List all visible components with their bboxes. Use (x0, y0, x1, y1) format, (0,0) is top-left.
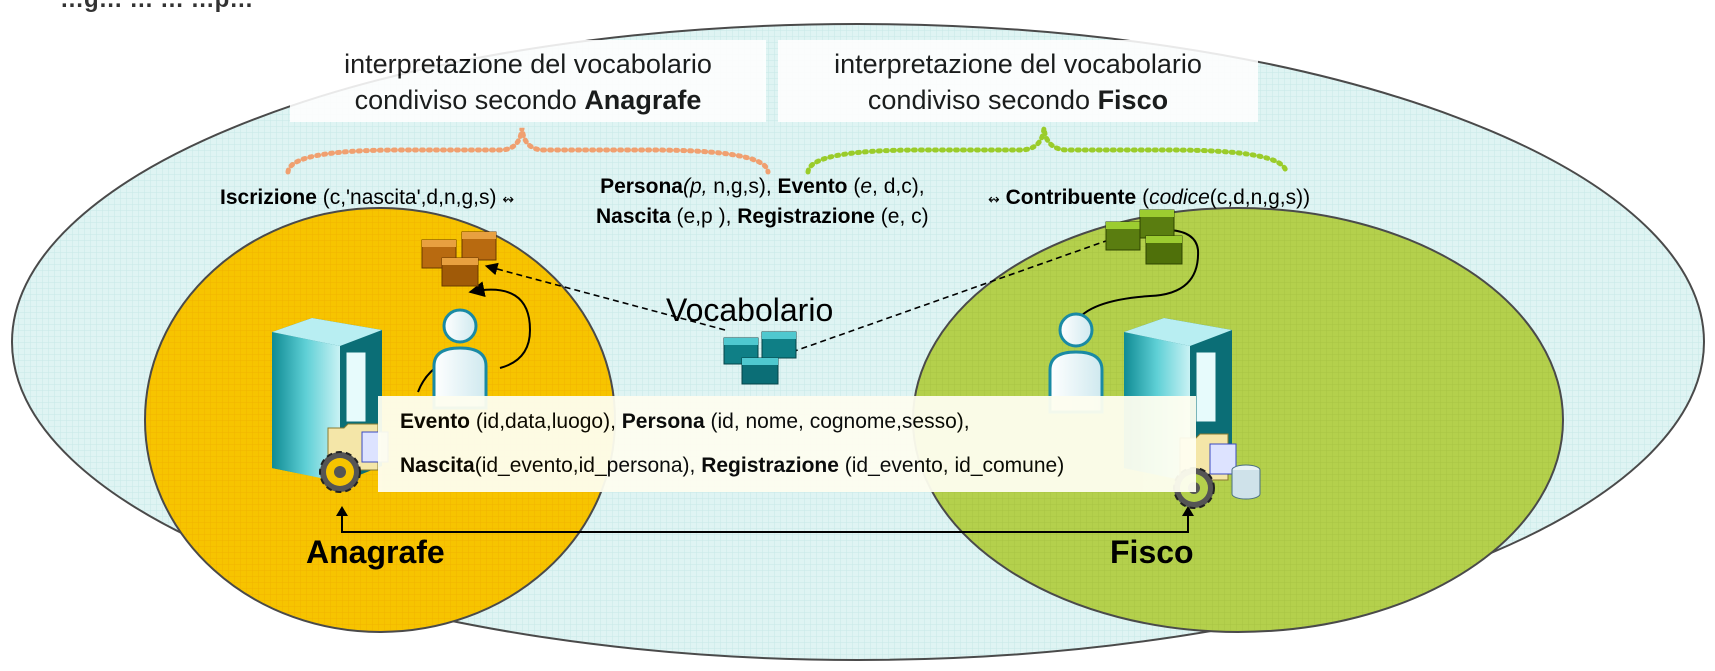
brace-fisco (805, 127, 1289, 175)
user-icon (432, 308, 488, 410)
mapping-vocabolario: Persona(p, n,g,s), Evento (e, d,c), Nasc… (596, 175, 929, 228)
interpretation-box-anagrafe: interpretazione del vocabolario condivis… (290, 40, 766, 122)
equivalence-arrow-left: ↭ (502, 191, 515, 207)
mapping-contribuente: ↭ Contribuente (codice(c,d,n,g,s)) (988, 186, 1311, 209)
schema-line1: Evento (id,data,luogo), Persona (id, nom… (400, 410, 970, 433)
vocabolario-label: Vocabolario (666, 292, 834, 328)
interpretation-fisco-line2: condiviso secondo Fisco (867, 85, 1169, 115)
interpretation-anagrafe-line1: interpretazione del vocabolario (344, 49, 712, 79)
vocab-arrow-left (484, 262, 726, 331)
interpretation-fisco-line1: interpretazione del vocabolario (834, 49, 1202, 79)
header-fragment: …g… … … …p… (60, 0, 253, 14)
schema-box: Evento (id,data,luogo), Persona (id, nom… (378, 396, 1196, 492)
anagrafe-user-ontology-link (468, 281, 532, 369)
schema-line2: Nascita(id_evento,id_persona), Registraz… (400, 454, 1065, 477)
anagrafe-fisco-link (341, 508, 1189, 533)
database-icon (1231, 464, 1261, 500)
vocab-arrow-right (791, 233, 1122, 353)
ontology-tables-icon (1105, 209, 1183, 265)
vocabolario-tables-icon (723, 331, 797, 385)
interpretation-anagrafe-line2: condiviso secondo Anagrafe (354, 85, 702, 115)
equivalence-arrow-right: ↭ (988, 191, 1000, 207)
ontology-tables-icon (421, 231, 497, 287)
gear-icon (319, 451, 361, 493)
brace-anagrafe (285, 127, 771, 175)
org-label-fisco: Fisco (1110, 534, 1194, 570)
interpretation-box-fisco: interpretazione del vocabolario condivis… (778, 40, 1258, 122)
mapping-iscrizione: Iscrizione (c,'nascita',d,n,g,s) ↭ (220, 186, 515, 209)
org-label-anagrafe: Anagrafe (306, 534, 445, 570)
fisco-user-ontology-link (1075, 229, 1200, 323)
